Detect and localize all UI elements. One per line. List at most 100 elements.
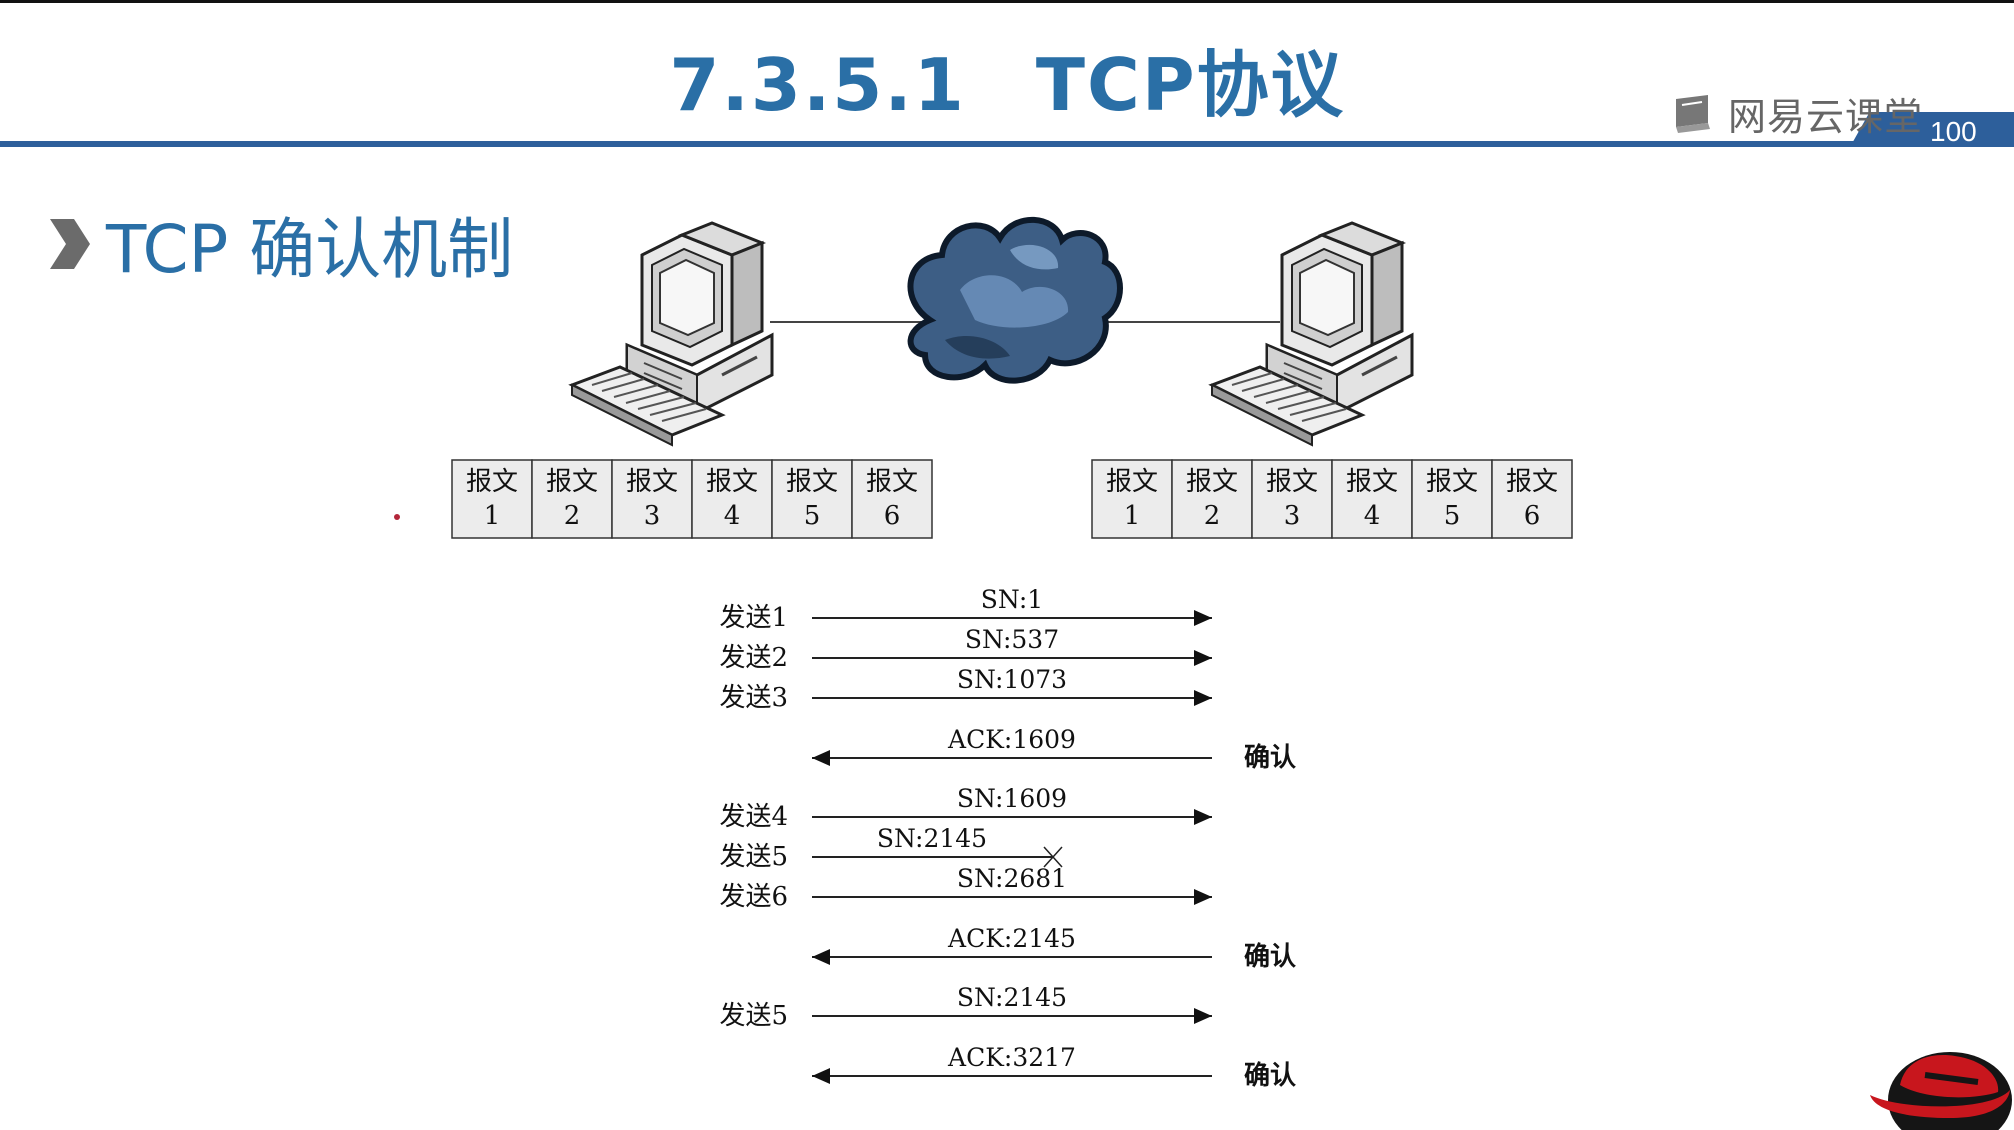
segment-label: SN:2145 [957,983,1067,1012]
packet-number: 5 [804,501,821,531]
send-arrow: SN:1609 发送4 [719,784,1212,832]
send-arrow: SN:537 发送2 [719,625,1212,673]
send-arrow: SN:2681 发送6 [719,864,1212,912]
redhat-logo [1870,1052,2012,1130]
packet-box [1491,459,1573,539]
arrow-head-right-icon [1194,610,1212,626]
packet-cell: 报文1 [1091,459,1173,539]
packet-number: 4 [1364,501,1381,531]
section-heading: TCP 确认机制 [46,196,513,292]
sender-packet-row: 报文1 报文 2 报文 3 报文 4 报文 5 报文 6 [451,459,933,539]
send-step-label: 发送3 [719,683,788,713]
packet-number: 5 [1444,501,1461,531]
lost-mark-icon [1043,846,1063,868]
packet-cell: 报文 6 [1491,459,1573,539]
ack-arrow: ACK:1609 确认 [812,725,1296,773]
packet-number: 1 [1124,501,1141,531]
packet-label: 报文 [1266,467,1318,497]
packet-box [531,459,613,539]
ack-step-label: 确认 [1244,1060,1296,1091]
packet-box [1251,459,1333,539]
send-arrow: SN:1073 发送3 [719,665,1212,713]
arrow-head-right-icon [1194,889,1212,905]
section-number: 7.3.5.1 [669,43,966,127]
packet-label: 报文 [706,467,758,497]
packet-cell: 报文2 [1171,459,1253,539]
packet-label: 报文 [1186,467,1238,497]
arrow-head-right-icon [1194,809,1212,825]
segment-label: SN:1073 [957,665,1067,694]
send-step-label: 发送5 [719,1001,788,1031]
book-icon [1676,95,1710,133]
segment-label: SN:537 [965,625,1059,654]
send-step-label: 发送6 [719,882,788,912]
pointer-dot [394,514,400,520]
brand-text: 网易云课堂 [1728,94,1924,139]
packet-label: 报文 [1506,467,1558,497]
chevron-right-icon [50,219,90,269]
page-number: 100 [1930,116,1977,147]
section-heading-text: TCP 确认机制 [106,211,514,288]
packet-label: 报文 [866,467,918,497]
packet-cell: 报文 4 [1331,459,1413,539]
send-step-label: 发送4 [719,802,788,832]
arrow-head-right-icon [1194,1008,1212,1024]
segment-label: ACK:1609 [947,725,1076,754]
packet-number: 4 [724,501,741,531]
packet-label: 报文 [1346,467,1398,497]
packet-label: 报文 [546,467,598,497]
packet-number: 2 [564,501,581,531]
packet-box [851,459,933,539]
ack-arrow: ACK:2145 确认 [812,924,1296,972]
send-step-label: 发送5 [719,842,788,872]
packet-cell: 报文 3 [611,459,693,539]
arrow-head-left-icon [812,949,830,965]
packet-cell: 报文 3 [1251,459,1333,539]
packet-number: 6 [884,501,901,531]
packet-label: 报文 [786,467,838,497]
send-arrow: SN:2145 发送5 [719,983,1212,1031]
cloud-icon [907,216,1123,384]
packet-cell: 报文 6 [851,459,933,539]
arrow-head-left-icon [812,1068,830,1084]
segment-label: ACK:2145 [947,924,1076,953]
packet-box [611,459,693,539]
page-tab [1850,112,2014,147]
packet-box [1091,459,1173,539]
arrow-head-left-icon [812,750,830,766]
arrow-head-right-icon [1194,650,1212,666]
ack-step-label: 确认 [1244,941,1296,972]
packet-cell: 报文 5 [771,459,853,539]
computer-icon [1210,221,1414,447]
brand-watermark: 网易云课堂 [1672,90,1923,139]
packet-number: 3 [1284,501,1301,531]
segment-label: SN:1609 [957,784,1067,813]
packet-number: 1 [484,501,501,531]
top-border [0,0,2014,3]
send-step-label: 发送2 [719,643,788,673]
segment-label: SN:2681 [957,864,1067,893]
packet-label: 报文 [626,467,678,497]
packet-number: 6 [1524,501,1541,531]
packet-label: 报文 [1426,467,1478,497]
packet-cell: 报文1 [451,459,533,539]
segment-label: ACK:3217 [947,1043,1076,1072]
arrow-head-right-icon [1194,690,1212,706]
packet-box [451,459,533,539]
packet-number: 3 [644,501,661,531]
slide-title: 7.3.5.1 TCP协议 [0,26,2014,131]
packet-box [691,459,773,539]
computer-icon [570,221,774,447]
title-text: TCP协议 [1035,43,1345,127]
ack-step-label: 确认 [1244,742,1296,773]
packet-cell: 报文 5 [1411,459,1493,539]
packet-cell: 报文 2 [531,459,613,539]
send-step-label: 发送1 [719,603,788,633]
